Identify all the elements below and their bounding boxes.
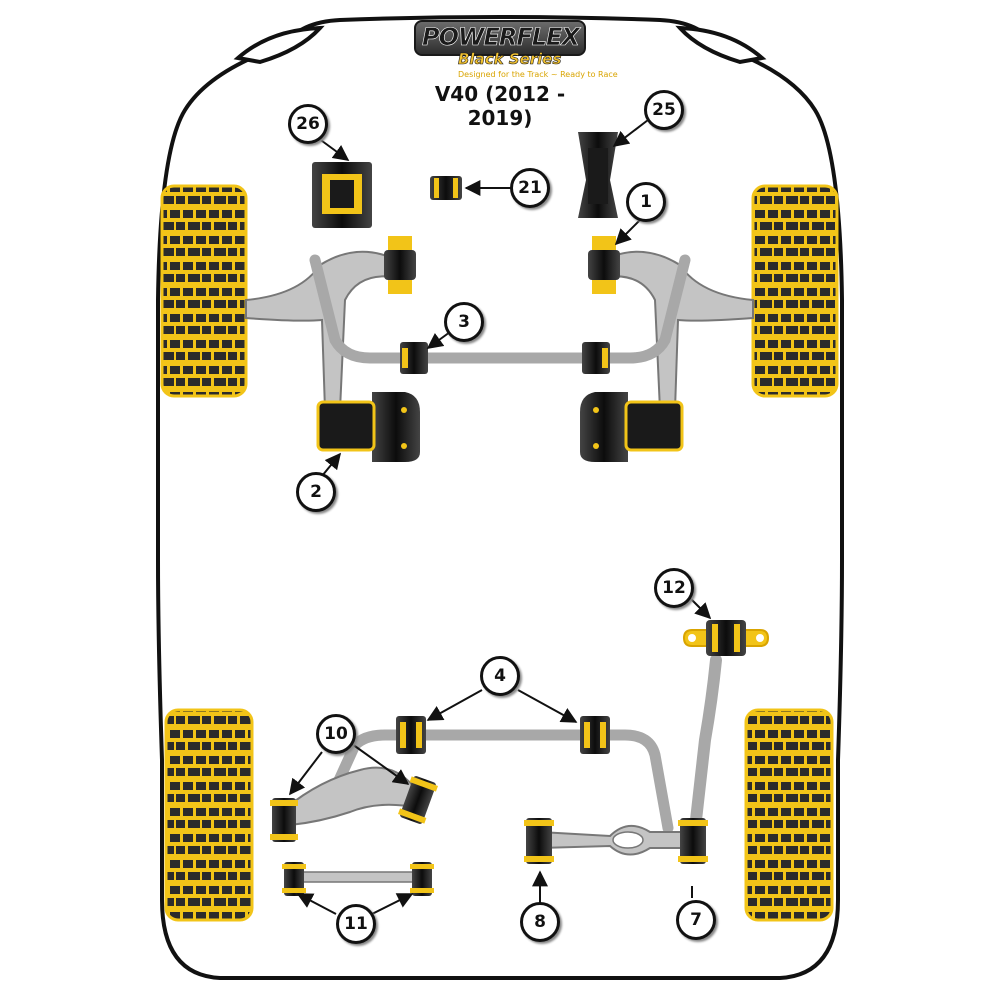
callout-7: 7 (676, 900, 716, 940)
bush-1-front-arm-inner-right (588, 236, 620, 294)
leader-25 (612, 119, 649, 147)
bush-8-lateral-link-inner (524, 818, 554, 864)
leader-12 (689, 597, 712, 620)
callout-8: 8 (520, 902, 560, 942)
bush-26-engine-mount (312, 162, 372, 228)
bush-3-front-arb-left (400, 342, 428, 374)
bush-25-mount (578, 132, 618, 218)
car-body-outline (156, 15, 844, 980)
rear-lateral-link-hole (612, 831, 644, 849)
rear-tie-bar (299, 871, 421, 883)
bush-4-rear-arb-left (396, 716, 426, 754)
bush-2-front-arm-rear-right (580, 392, 684, 462)
callout-4: 4 (480, 656, 520, 696)
bush-4-rear-arb-right (580, 716, 610, 754)
leader-26 (317, 137, 350, 161)
bush-10-trailing-arm-rear (398, 776, 438, 824)
brand-series: Black Series (458, 50, 562, 69)
rear-anti-roll-bar (324, 729, 674, 834)
leader-10b (351, 743, 410, 785)
brand-logo-plate (414, 20, 586, 56)
rear-drop-link (690, 654, 722, 826)
leader-4b (517, 689, 578, 723)
callout-3: 3 (444, 302, 484, 342)
leader-11b (371, 893, 414, 915)
bush-3-front-arb-right (582, 342, 610, 374)
front-anti-roll-bar (309, 254, 691, 364)
leader-3 (426, 331, 451, 349)
brand-name: POWERFLEX (422, 23, 581, 52)
callout-21: 21 (510, 168, 550, 208)
brand-tagline: Designed for the Track ~ Ready to Race (458, 70, 618, 79)
callout-11: 11 (336, 904, 376, 944)
bush-11-tie-bar-left (282, 862, 306, 896)
wheel-front-right (751, 184, 839, 398)
bush-11-tie-bar-right (410, 862, 434, 896)
callout-2: 2 (296, 472, 336, 512)
brand-logo: POWERFLEX Black Series Designed for the … (414, 20, 618, 82)
leader-10a (289, 751, 323, 796)
bush-2-front-arm-rear-left (316, 392, 420, 462)
callout-1: 1 (626, 182, 666, 222)
bush-10-trailing-arm-front (270, 798, 298, 842)
wheel-front-left (160, 184, 248, 398)
model-title: V40 (2012 - 2019) (434, 82, 566, 130)
callout-25: 25 (644, 90, 684, 130)
wheel-rear-left (164, 708, 254, 922)
leader-1 (614, 219, 641, 246)
leader-11a (296, 893, 337, 915)
leader-2 (321, 452, 342, 477)
bush-1-front-arm-inner-left (384, 236, 416, 294)
callout-10: 10 (316, 714, 356, 754)
wheel-rear-right (744, 708, 834, 922)
callout-12: 12 (654, 568, 694, 608)
bush-21-mount (430, 176, 462, 200)
bush-7-lateral-link-outer (678, 818, 708, 864)
mirror-left (233, 25, 325, 65)
callout-26: 26 (288, 104, 328, 144)
bush-12-drop-link-top (682, 620, 770, 656)
leader-4a (426, 689, 483, 721)
mirror-right (675, 25, 767, 65)
